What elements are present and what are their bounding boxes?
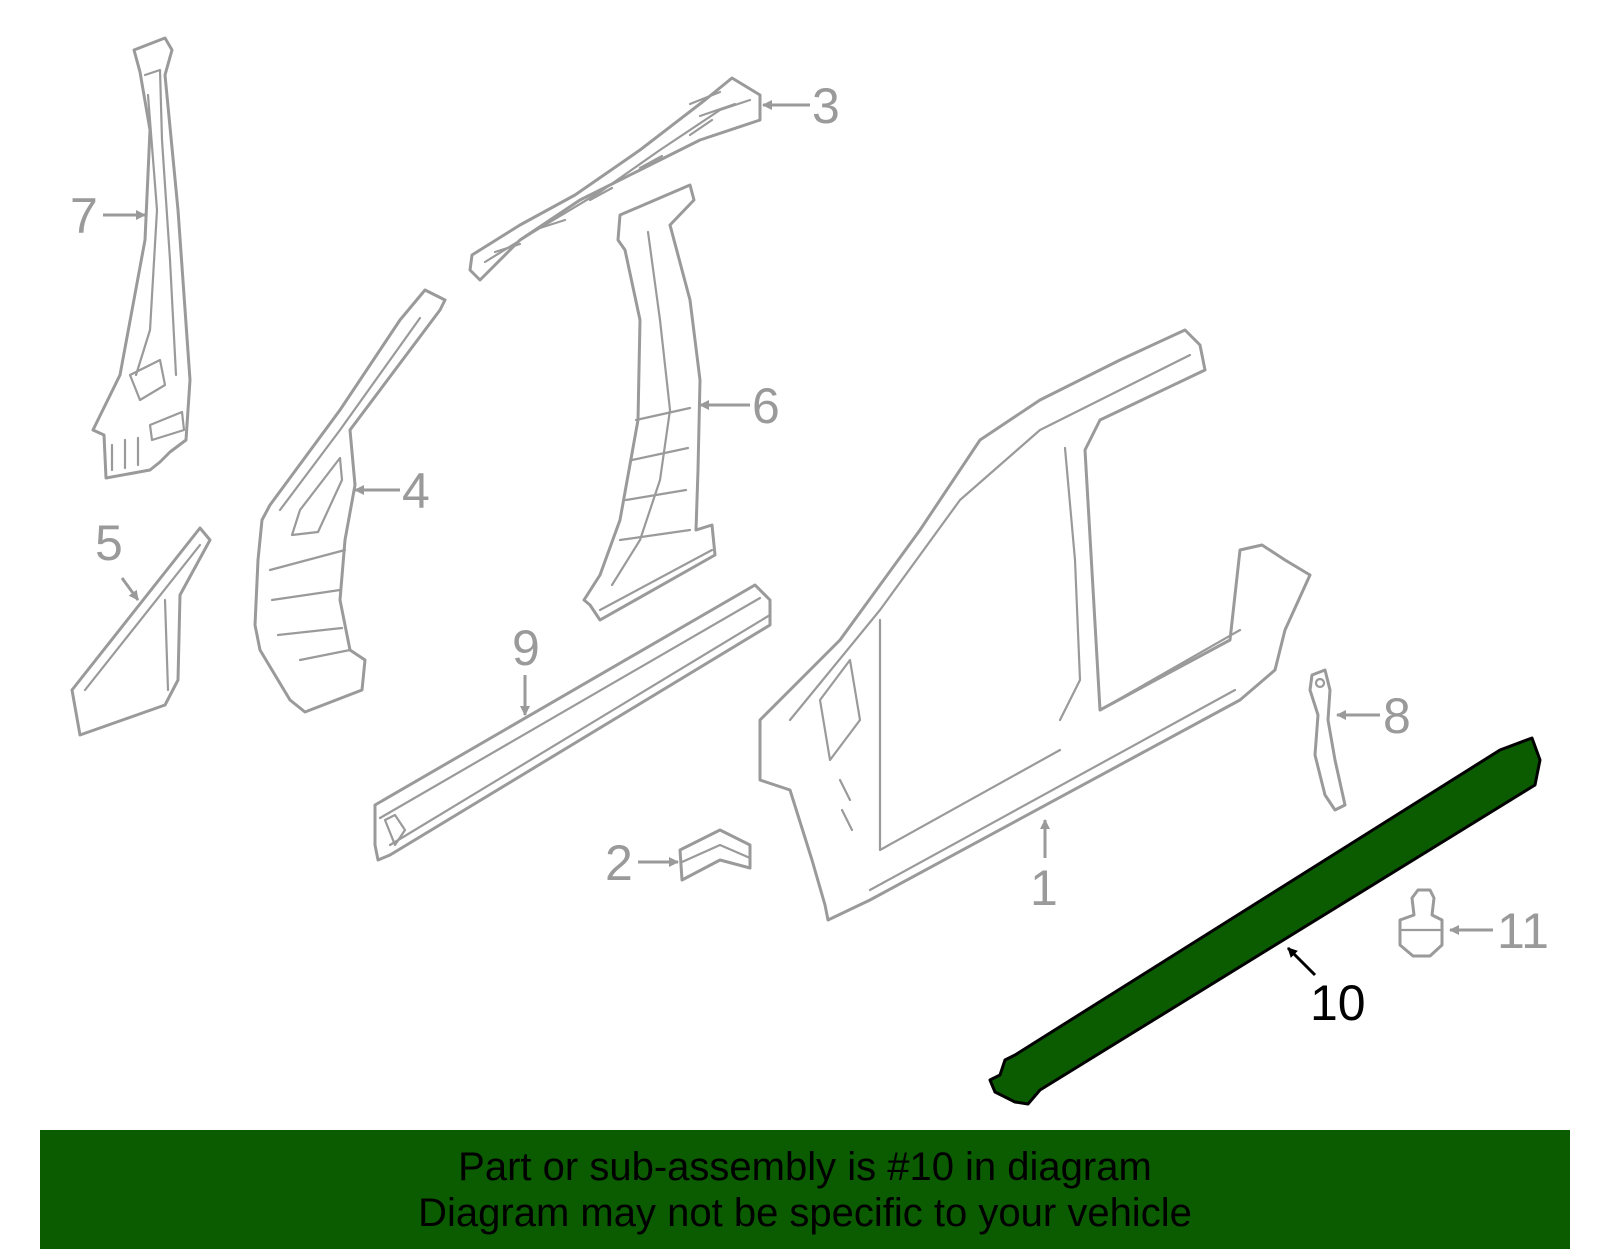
banner-line-1: Part or sub-assembly is #10 in diagram — [458, 1144, 1152, 1189]
part-1-body-side-outer[interactable] — [758, 328, 1312, 922]
part-8-bracket[interactable] — [1308, 668, 1347, 812]
part-10-rocker-moulding[interactable] — [988, 736, 1542, 1106]
callout-7: 7 — [70, 188, 98, 244]
part-7-a-pillar[interactable] — [91, 36, 192, 480]
part-4-front-pillar[interactable] — [253, 288, 447, 714]
part-2-bracket[interactable] — [678, 828, 752, 882]
info-banner: Part or sub-assembly is #10 in diagram D… — [40, 1130, 1570, 1249]
part-9-rocker-reinforcement[interactable] — [373, 583, 772, 862]
part-5-gusset[interactable] — [70, 526, 212, 737]
callout-10: 10 — [1310, 975, 1366, 1031]
callout-9: 9 — [512, 620, 540, 676]
parts-diagram: 1 2 3 4 5 6 7 8 9 10 11 — [70, 36, 1549, 1106]
part-3-roof-rail[interactable] — [468, 76, 762, 282]
callout-4: 4 — [402, 463, 430, 519]
callout-11: 11 — [1497, 903, 1549, 959]
banner-line-2: Diagram may not be specific to your vehi… — [418, 1190, 1192, 1235]
part-11-clip[interactable] — [1398, 888, 1444, 958]
callout-6: 6 — [752, 378, 780, 434]
callout-5: 5 — [95, 515, 123, 571]
leader-lines — [103, 100, 1493, 977]
callout-3: 3 — [812, 78, 840, 134]
callout-2: 2 — [605, 835, 633, 891]
callout-8: 8 — [1383, 688, 1411, 744]
callout-1: 1 — [1030, 860, 1058, 916]
part-6-b-pillar[interactable] — [582, 183, 717, 622]
